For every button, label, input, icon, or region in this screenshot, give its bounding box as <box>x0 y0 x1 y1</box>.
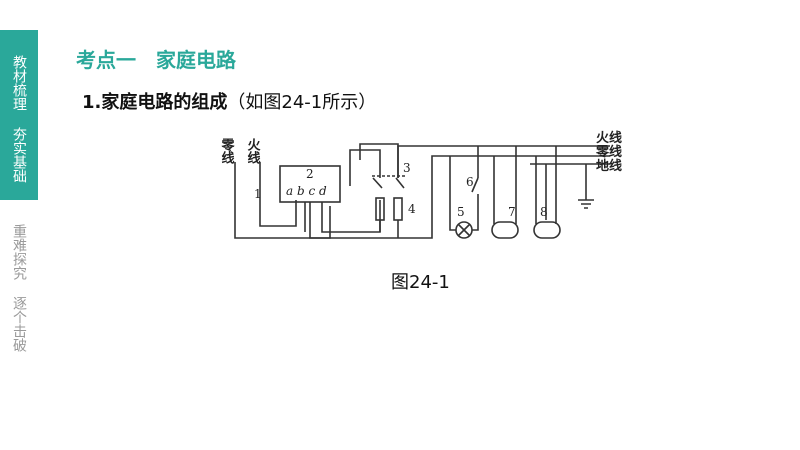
num-2: 2 <box>306 167 314 181</box>
subtitle-note: （如图24-1所示） <box>227 92 377 113</box>
wire-live-in <box>259 162 297 227</box>
sidebar-tab-explore[interactable]: 重难探究 逐个击破 <box>0 210 38 360</box>
terminal-letters: a b c d <box>286 184 327 198</box>
num-8: 8 <box>540 205 548 219</box>
wire-meter-c <box>309 200 433 239</box>
num-6: 6 <box>466 175 474 189</box>
wire-switch-left <box>349 149 381 186</box>
label-ground-right: 地线 <box>596 158 622 174</box>
sidebar-tab-basics[interactable]: 教材梳理 夯实基础 <box>0 30 38 200</box>
sidebar: 教材梳理 夯实基础 重难探究 逐个击破 <box>0 0 38 450</box>
label-live-left: 火线 <box>245 138 261 165</box>
lamp-cross <box>457 223 471 237</box>
sidebar-tab-label: 教材梳理 夯实基础 <box>11 55 27 183</box>
circuit-diagram: 零线 火线 2 a b c d 1 3 4 火线 零线 地线 6 5 7 8 <box>219 130 622 239</box>
section-title: 考点一 家庭电路 <box>76 48 236 72</box>
bus-neutral <box>431 155 610 200</box>
switch-blade <box>372 177 405 189</box>
wire-switch-right <box>359 143 399 178</box>
num-1: 1 <box>254 187 262 201</box>
label-neutral-left: 零线 <box>219 138 236 165</box>
subtitle-main: 1.家庭电路的组成 <box>82 92 228 113</box>
lamp-switch <box>471 177 479 231</box>
num-3: 3 <box>403 161 411 175</box>
label-neutral-right: 零线 <box>595 144 622 160</box>
num-5: 5 <box>457 205 465 219</box>
wire-socket8 <box>535 146 557 224</box>
num-4: 4 <box>408 202 416 216</box>
num-7: 7 <box>508 205 516 219</box>
wire-neutral-in <box>234 162 331 239</box>
wire-meter-d <box>321 200 381 233</box>
subtitle: 1.家庭电路的组成（如图24-1所示） <box>82 88 376 114</box>
fuse-right <box>393 197 403 221</box>
ground-symbol <box>578 199 594 209</box>
figure-caption: 图24-1 <box>391 272 450 293</box>
bus-live <box>397 145 610 178</box>
socket-8 <box>533 221 561 239</box>
socket-7 <box>491 221 519 239</box>
wire-socket7 <box>493 146 517 224</box>
wire-lamp-n <box>449 156 456 231</box>
label-live-right: 火线 <box>596 130 622 146</box>
lamp-symbol <box>455 221 473 239</box>
sidebar-tab-label: 重难探究 逐个击破 <box>11 224 27 352</box>
